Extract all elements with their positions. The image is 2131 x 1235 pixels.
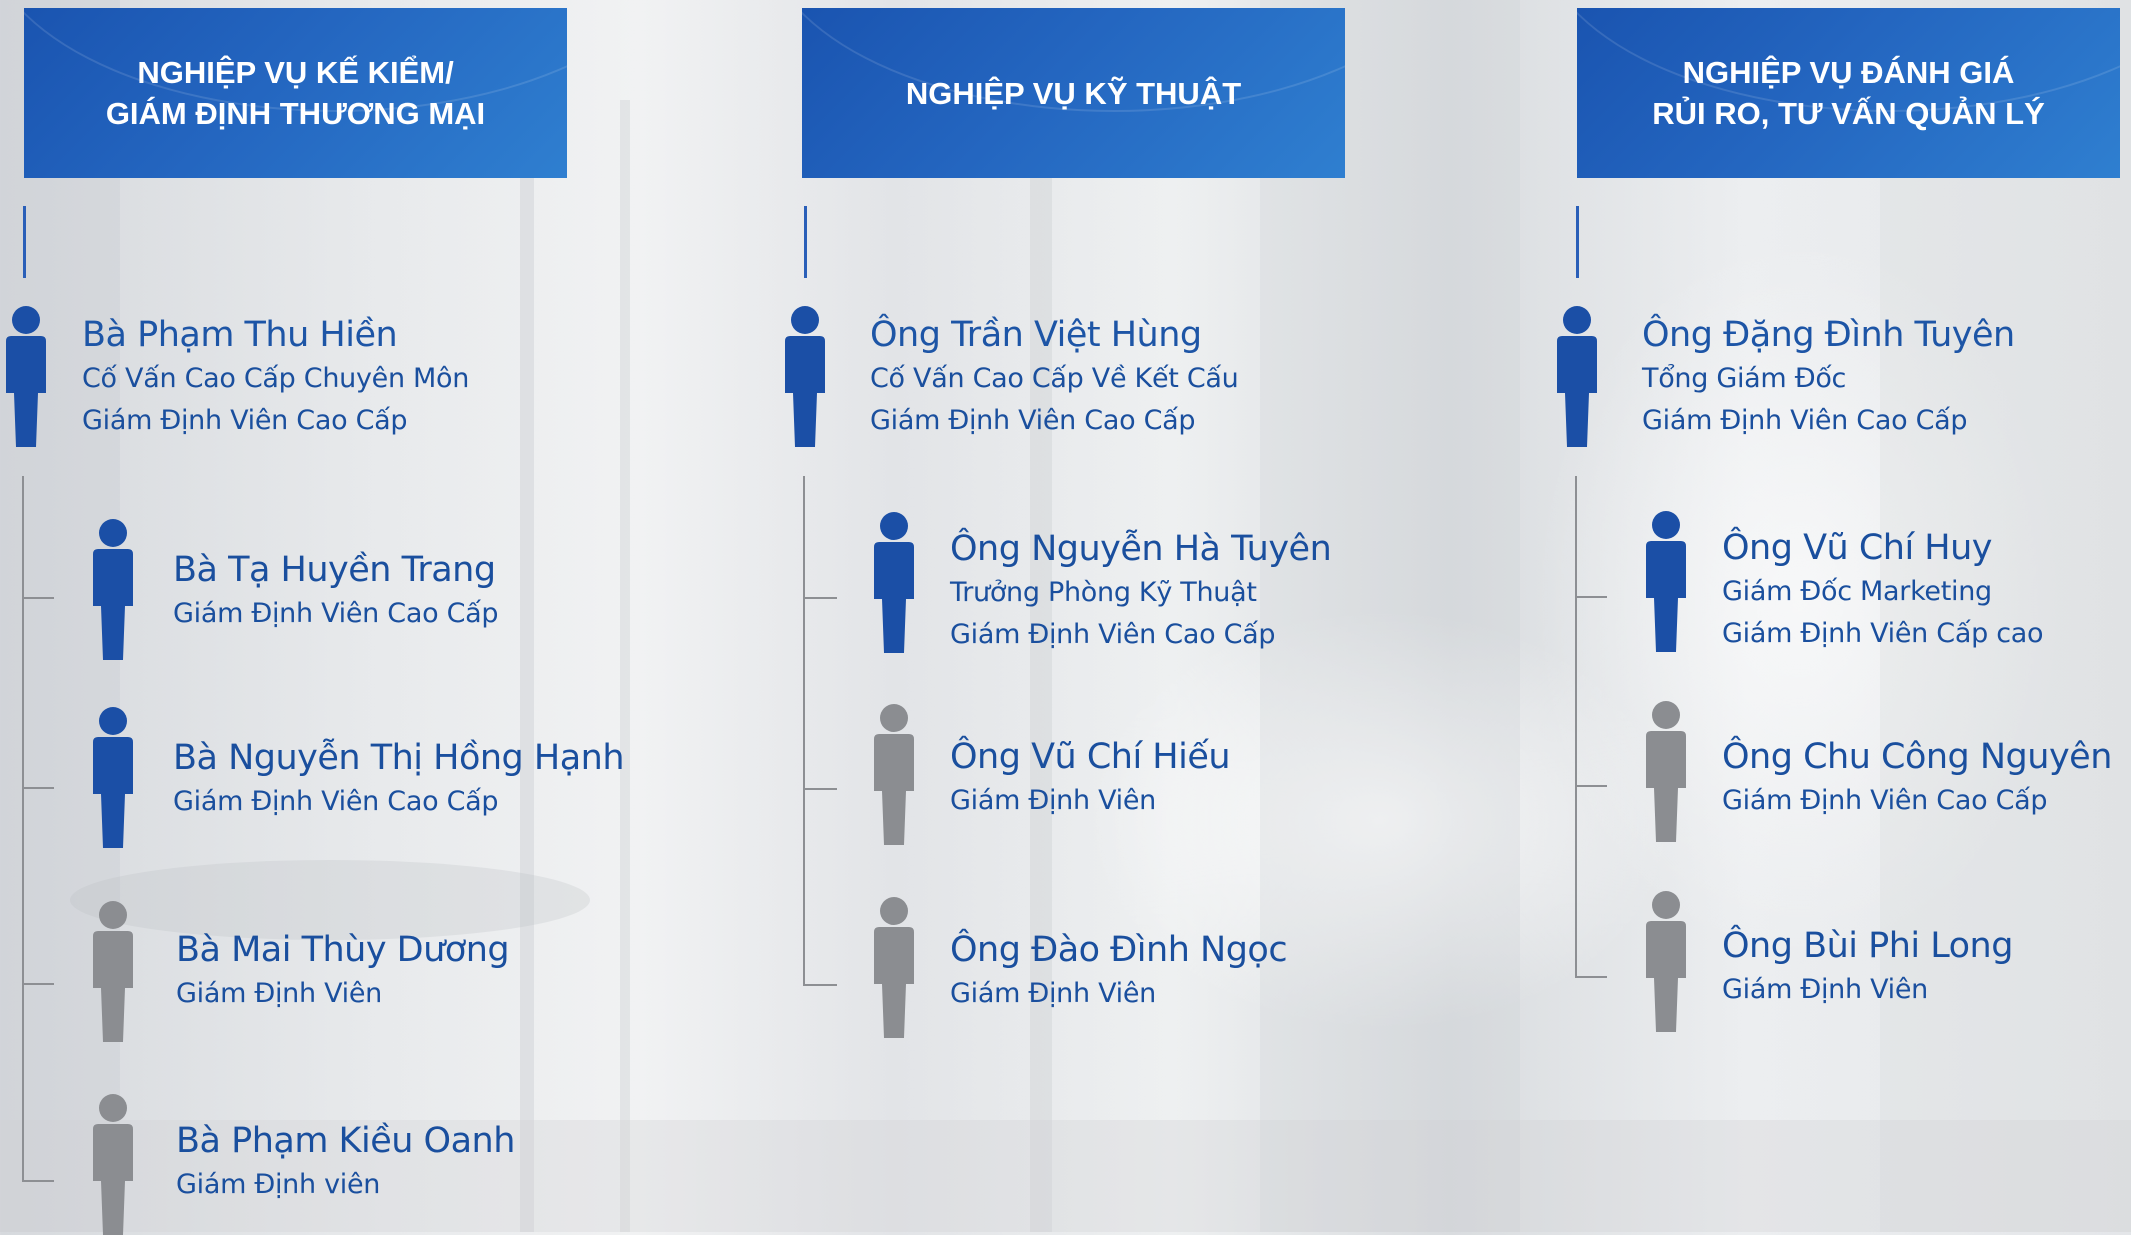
person-blue-icon [6,306,46,447]
column-3-member-1-name: Ông Vũ Chí Huy [1722,528,1993,568]
column-2-tree-line [803,476,805,986]
column-3-branch [1575,596,1607,598]
column-1-branch [22,983,54,985]
person-grey-icon [874,897,914,1038]
column-1-member-1-name: Bà Tạ Huyền Trang [173,550,496,590]
person-blue-icon [1557,306,1597,447]
column-1-header-connector [23,206,26,278]
column-3-branch [1575,976,1607,978]
column-3-lead-name: Ông Đặng Đình Tuyên [1642,315,2015,355]
column-2-member-2-name: Ông Vũ Chí Hiếu [950,737,1231,777]
column-2-member-1-name: Ông Nguyễn Hà Tuyên [950,529,1332,569]
column-1-branch [22,597,54,599]
column-1-member-2-role: Giám Định Viên Cao Cấp [173,786,499,817]
column-2-branch [803,597,837,599]
person-grey-icon [93,1094,133,1235]
person-grey-icon [1646,891,1686,1032]
column-1-lead-role: Cố Vấn Cao Cấp Chuyên Môn [82,363,470,394]
column-3-lead-role: Tổng Giám Đốc [1642,363,1847,394]
column-3-member-1-role: Giám Đốc Marketing [1722,576,1992,607]
column-3-title-line2: RỦI RO, TƯ VẤN QUẢN LÝ [1652,96,2045,131]
column-2-member-1-role: Trưởng Phòng Kỹ Thuật [950,577,1257,608]
column-2-header: NGHIỆP VỤ KỸ THUẬT [802,8,1345,178]
column-3-member-1-title: Giám Định Viên Cấp cao [1722,618,2044,649]
column-1-header: NGHIỆP VỤ KẾ KIỂM/ GIÁM ĐỊNH THƯƠNG MẠI [24,8,567,178]
column-3-header-connector [1576,206,1579,278]
column-2-branch [803,788,837,790]
column-3-member-3-name: Ông Bùi Phi Long [1722,926,2013,966]
column-2-member-1-title: Giám Định Viên Cao Cấp [950,619,1276,650]
column-3-member-2-name: Ông Chu Công Nguyên [1722,737,2112,777]
column-1-member-4-name: Bà Phạm Kiều Oanh [176,1121,515,1161]
column-2-member-3-name: Ông Đào Đình Ngọc [950,930,1288,970]
person-blue-icon [93,519,133,660]
column-2-member-2-role: Giám Định Viên [950,785,1156,816]
column-3-member-2-role: Giám Định Viên Cao Cấp [1722,785,2048,816]
column-2-lead-role: Cố Vấn Cao Cấp Về Kết Cấu [870,363,1239,394]
column-3-title-line1: NGHIỆP VỤ ĐÁNH GIÁ [1682,55,2015,90]
column-1-branch [22,787,54,789]
person-blue-icon [1646,511,1686,652]
column-3-member-3-role: Giám Định Viên [1722,974,1928,1005]
column-2-header-connector [804,206,807,278]
column-3-tree-line [1575,476,1577,978]
column-1-title-line2: GIÁM ĐỊNH THƯƠNG MẠI [105,96,486,131]
column-1-member-3-name: Bà Mai Thùy Dương [176,930,510,970]
person-grey-icon [93,901,133,1042]
column-1-lead-name: Bà Phạm Thu Hiền [82,315,398,355]
column-1-member-4-role: Giám Định viên [176,1169,381,1200]
column-2-member-3-role: Giám Định Viên [950,978,1156,1009]
column-1-member-2-name: Bà Nguyễn Thị Hồng Hạnh [173,738,625,778]
column-1-member-3-role: Giám Định Viên [176,978,382,1009]
column-1-branch [22,1180,54,1182]
person-grey-icon [874,704,914,845]
column-1-tree-line [22,476,24,1182]
column-1-title-line1: NGHIỆP VỤ KẾ KIỂM/ [137,55,454,90]
person-grey-icon [1646,701,1686,842]
column-3-header: NGHIỆP VỤ ĐÁNH GIÁ RỦI RO, TƯ VẤN QUẢN L… [1577,8,2120,178]
column-2-title-line1: NGHIỆP VỤ KỸ THUẬT [905,75,1242,111]
column-2-branch [803,984,837,986]
person-blue-icon [874,512,914,653]
column-1-member-1-role: Giám Định Viên Cao Cấp [173,598,499,629]
person-blue-icon [785,306,825,447]
column-1-lead-title: Giám Định Viên Cao Cấp [82,405,408,436]
person-blue-icon [93,707,133,848]
column-2-lead-name: Ông Trần Việt Hùng [870,315,1202,355]
column-2-lead-title: Giám Định Viên Cao Cấp [870,405,1196,436]
column-3-lead-title: Giám Định Viên Cao Cấp [1642,405,1968,436]
column-3-branch [1575,785,1607,787]
